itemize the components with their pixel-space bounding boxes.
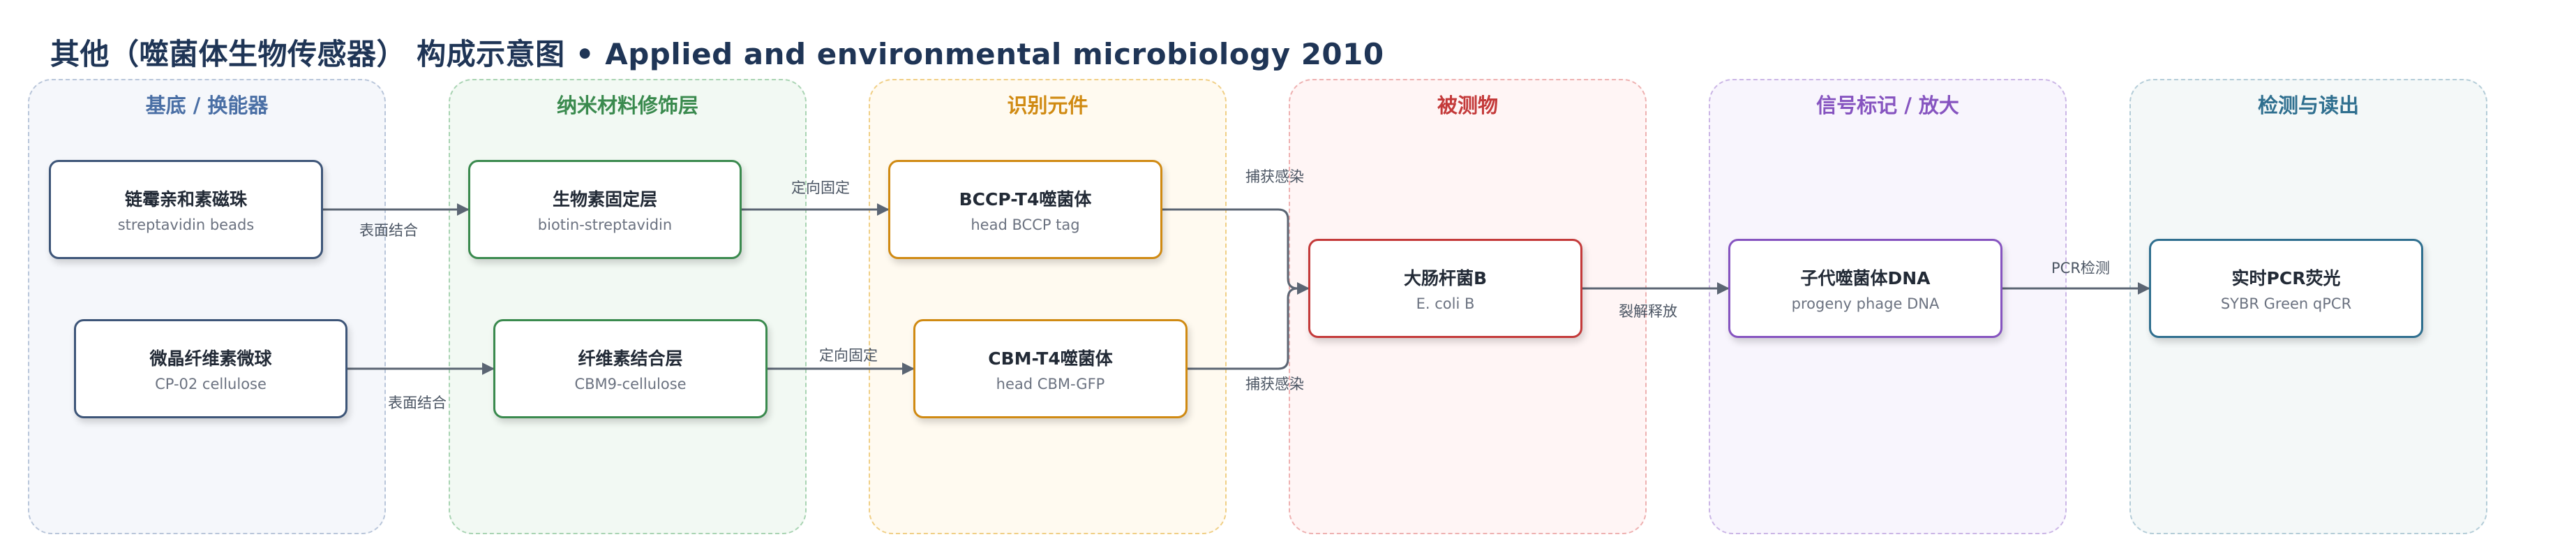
zone-title-substrate: 基底 / 换能器 [145,94,269,117]
node-title: 实时PCR荧光 [2231,268,2341,288]
node-qpcr[interactable]: 实时PCR荧光 SYBR Green qPCR [2149,239,2423,338]
node-subtitle: progeny phage DNA [1791,295,1940,312]
node-cellulose[interactable]: 微晶纤维素微球 CP-02 cellulose [74,319,347,418]
zone-title-analyte: 被测物 [1437,94,1498,117]
node-title: 链霉亲和素磁珠 [124,189,247,209]
zone-title-nano: 纳米材料修饰层 [556,94,698,117]
node-subtitle: E. coli B [1416,295,1475,312]
edge-label-dna-to-qpcr: PCR检测 [2051,260,2110,277]
node-subtitle: CP-02 cellulose [155,376,267,392]
node-subtitle: head BCCP tag [971,216,1080,233]
node-subtitle: biotin-streptavidin [537,216,673,233]
node-subtitle: SYBR Green qPCR [2220,295,2352,312]
edge-label-cbm-to-cbmphage: 定向固定 [819,347,878,364]
node-title: 纤维素结合层 [578,348,683,369]
arrow-bccp-to-ecoli [1162,208,1310,295]
arrow-cbmphage-to-ecoli [1188,282,1310,370]
zone-title-recognition: 识别元件 [1007,94,1088,117]
node-title: CBM-T4噬菌体 [988,348,1113,369]
node-cbm-layer[interactable]: 纤维素结合层 CBM9-cellulose [493,319,767,418]
edge-label-biotin-to-bccp: 定向固定 [791,179,850,196]
node-streptavidin-beads[interactable]: 链霉亲和素磁珠 streptavidin beads [49,160,323,259]
node-progeny-dna[interactable]: 子代噬菌体DNA progeny phage DNA [1728,239,2002,338]
node-title: 生物素固定层 [552,189,657,209]
edge-label-ecoli-to-dna: 裂解释放 [1619,303,1677,320]
node-subtitle: streptavidin beads [117,216,255,233]
edge-label-beads-to-biotin: 表面结合 [359,222,418,239]
node-cbm-phage[interactable]: CBM-T4噬菌体 head CBM-GFP [913,319,1188,418]
node-title: BCCP-T4噬菌体 [959,189,1092,209]
edge-label-cellulose-to-cbm: 表面结合 [388,395,447,411]
node-title: 大肠杆菌B [1403,268,1488,288]
zone-title-signal: 信号标记 / 放大 [1816,94,1959,117]
node-title: 子代噬菌体DNA [1800,268,1931,288]
zone-nano: 纳米材料修饰层 [449,79,807,534]
node-subtitle: CBM9-cellulose [574,376,687,392]
zone-recognition: 识别元件 [869,79,1227,534]
node-biotin-layer[interactable]: 生物素固定层 biotin-streptavidin [468,160,742,259]
edge-label-bccp-to-ecoli: 捕获感染 [1245,168,1304,185]
edge-label-cbmphage-to-ecoli: 捕获感染 [1245,376,1304,392]
node-ecoli[interactable]: 大肠杆菌B E. coli B [1308,239,1582,338]
page-title: 其他（噬菌体生物传感器） 构成示意图 • Applied and environ… [50,37,1384,71]
zone-substrate: 基底 / 换能器 [28,79,386,534]
node-title: 微晶纤维素微球 [149,348,272,369]
node-subtitle: head CBM-GFP [996,376,1105,392]
zone-title-readout: 检测与读出 [2257,94,2359,117]
node-bccp-phage[interactable]: BCCP-T4噬菌体 head BCCP tag [888,160,1162,259]
